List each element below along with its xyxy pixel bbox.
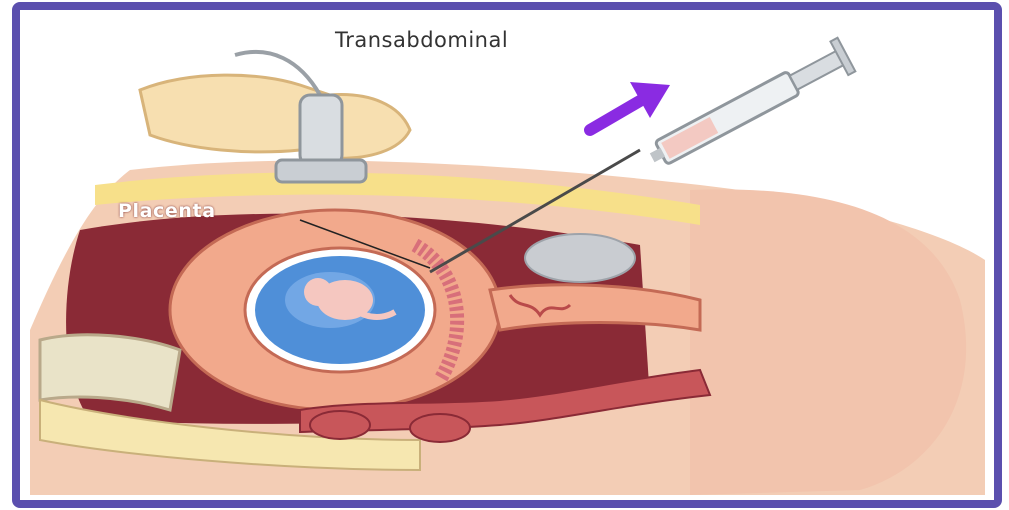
placenta-label: Placenta — [118, 200, 216, 222]
bowel-loop — [410, 414, 470, 442]
bone-structure — [40, 335, 180, 410]
fetus-head — [304, 278, 332, 306]
diagram-title: Transabdominal — [335, 28, 508, 52]
bladder — [525, 234, 635, 282]
bowel-loop — [310, 411, 370, 439]
